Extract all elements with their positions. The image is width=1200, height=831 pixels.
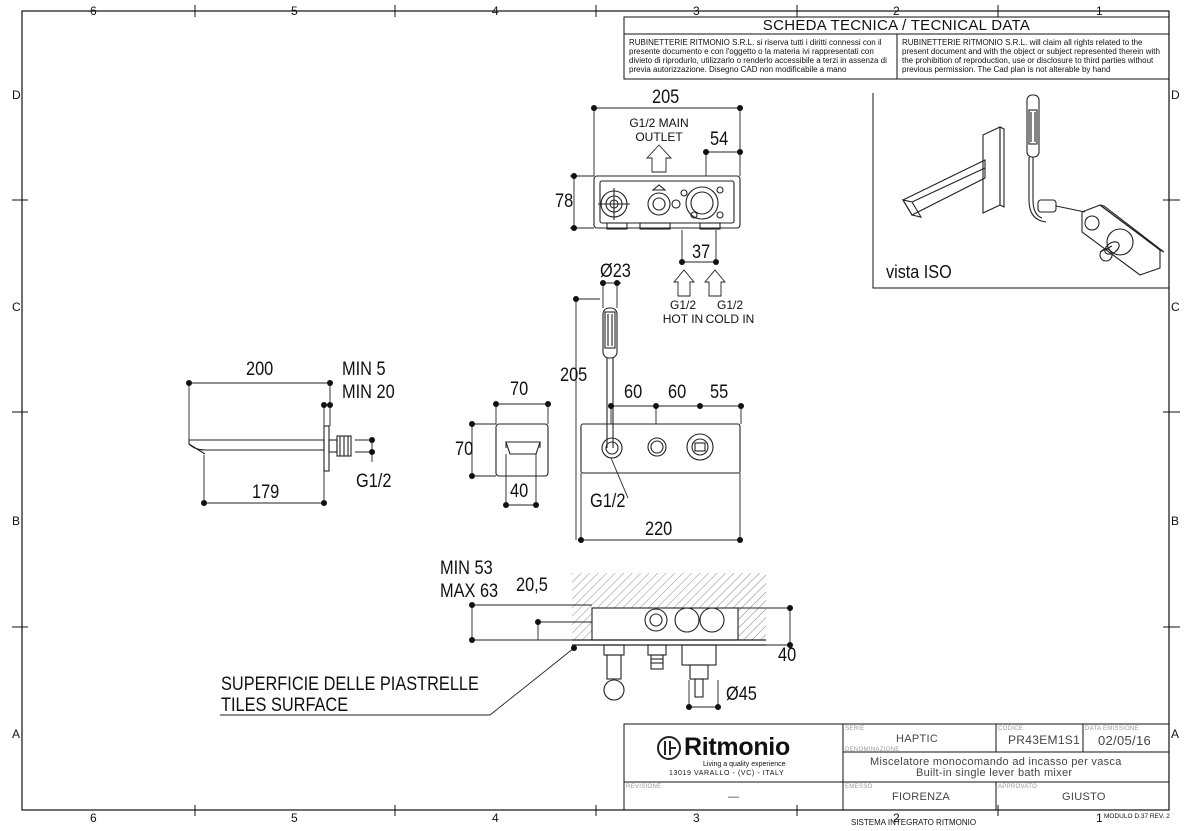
- dim-70-vertical: 70: [455, 439, 474, 460]
- serie-value: HAPTIC: [896, 733, 939, 745]
- frame-letter-left: B: [12, 514, 21, 528]
- shower-plate-dim-dots: [469, 401, 551, 508]
- revisione-label: REVISIONE: [626, 784, 662, 790]
- frame-number-bottom: 1: [1096, 811, 1103, 825]
- header-box: [623, 16, 1170, 80]
- dim-60-b: 60: [668, 382, 687, 403]
- codice-label: CODICE: [998, 726, 1024, 732]
- company-address: 13019 VARALLO - (VC) - ITALY: [669, 770, 785, 777]
- frame-letter-left: C: [12, 300, 21, 314]
- section-dimensions: [220, 604, 792, 716]
- dim-20-5: 20,5: [516, 575, 548, 596]
- description-italian: Miscelatore monocomando ad incasso per v…: [870, 756, 1122, 768]
- data-emissione-label: DATA EMISSIONE: [1085, 726, 1139, 732]
- notice-english: RUBINETTERIE RITMONIO S.R.L. will claim …: [902, 38, 1160, 74]
- description-english: Built-in single lever bath mixer: [916, 767, 1073, 779]
- shower-plate-dimensions: [470, 403, 549, 506]
- dim-60-a: 60: [624, 382, 643, 403]
- section-body: [591, 607, 739, 701]
- front-view-dim-dots: [573, 280, 744, 543]
- tiles-surface-label-it: SUPERFICIE DELLE PIASTRELLE: [221, 674, 479, 695]
- frame-number-bottom: 4: [492, 811, 499, 825]
- frame-letter-right: D: [1171, 88, 1180, 102]
- g12-spout-label: G1/2: [356, 471, 392, 492]
- data-emissione-value: 02/05/16: [1098, 733, 1152, 748]
- frame-number-top: 6: [90, 4, 97, 18]
- ritmonio-logo-mark: [657, 736, 681, 760]
- header-title: SCHEDA TECNICA / TECNICAL DATA: [762, 17, 1031, 34]
- cold-in-label: COLD IN: [705, 312, 755, 326]
- denominazione-label: DENOMINAZIONE: [845, 747, 900, 753]
- main-outlet-label: G1/2 MAIN: [629, 116, 689, 130]
- g12-front-label: G1/2: [590, 491, 626, 512]
- modulo-footer: MODULO D.37 REV. 2: [1104, 813, 1170, 820]
- iso-view-label: vista ISO: [886, 262, 952, 282]
- top-view-body: [593, 175, 741, 230]
- frame-number-top: 1: [1096, 4, 1103, 18]
- dim-min-5: MIN 5: [342, 359, 386, 380]
- frame-number-bottom: 6: [90, 811, 97, 825]
- iso-view-frame: [872, 93, 1169, 289]
- spout-dimensions: [188, 382, 374, 504]
- emesso-label: EMESSO: [845, 784, 873, 790]
- frame-letter-right: A: [1171, 727, 1180, 741]
- front-view-dimensions: [574, 282, 742, 541]
- frame-letter-left: A: [12, 727, 21, 741]
- dim-55: 55: [710, 382, 729, 403]
- hot-in-label: G1/2: [669, 298, 696, 312]
- dim-179: 179: [252, 482, 280, 503]
- spout-dim-dots: [186, 380, 375, 506]
- dim-37: 37: [692, 242, 711, 263]
- dim-max-63: MAX 63: [440, 581, 499, 602]
- company-logo: Ritmonio: [684, 733, 790, 761]
- top-view-dim-dots: [571, 105, 743, 265]
- shower-outlet-plate: [495, 423, 549, 477]
- title-block-grid: [623, 723, 1170, 811]
- dim-70-horizontal: 70: [510, 379, 529, 400]
- serie-label: SERIE: [845, 726, 865, 732]
- spout-side-view: [188, 425, 352, 472]
- sistema-integrato-footer: SISTEMA INTEGRATO RITMONIO: [851, 818, 977, 827]
- dim-min-20: MIN 20: [342, 382, 395, 403]
- drawing-frame: [12, 5, 1180, 816]
- dim-220: 220: [645, 519, 673, 540]
- codice-value: PR43EM1S1: [1008, 733, 1081, 747]
- frame-letter-left: D: [12, 88, 21, 102]
- main-outlet-label: OUTLET: [635, 130, 683, 144]
- wall-section: [572, 573, 766, 646]
- frame-number-top: 4: [492, 4, 499, 18]
- frame-number-top: 2: [893, 4, 900, 18]
- frame-number-top: 5: [291, 4, 298, 18]
- notice-italian: RUBINETTERIE RITMONIO S.R.L. si riserva …: [629, 38, 887, 74]
- dim-diameter-45: Ø45: [726, 684, 757, 705]
- hot-in-label: HOT IN: [662, 312, 704, 326]
- dim-40-section: 40: [778, 645, 797, 666]
- emesso-value: FIORENZA: [892, 791, 951, 803]
- frame-number-bottom: 3: [693, 811, 700, 825]
- section-dim-dots: [469, 602, 793, 710]
- revisione-value: —: [728, 791, 740, 803]
- dim-205-top: 205: [652, 87, 680, 108]
- dim-78: 78: [555, 191, 574, 212]
- dim-40: 40: [510, 481, 529, 502]
- dim-205-vertical: 205: [560, 365, 588, 386]
- iso-view-drawing: [901, 94, 1165, 276]
- dim-54: 54: [710, 129, 729, 150]
- company-tagline: Living a quality experience: [703, 761, 786, 768]
- dim-diameter-23: Ø23: [600, 261, 631, 282]
- dim-min-53: MIN 53: [440, 558, 493, 579]
- approvato-label: APPROVATO: [998, 784, 1038, 790]
- cold-in-label: G1/2: [716, 298, 743, 312]
- frame-letter-right: B: [1171, 514, 1180, 528]
- frame-letter-right: C: [1171, 300, 1180, 314]
- frame-number-bottom: 5: [291, 811, 298, 825]
- approvato-value: GIUSTO: [1062, 791, 1106, 803]
- front-view-plate: [580, 307, 741, 474]
- frame-number-bottom: 2: [893, 811, 900, 825]
- dim-200: 200: [246, 359, 274, 380]
- frame-number-top: 3: [693, 4, 700, 18]
- tiles-surface-label-en: TILES SURFACE: [221, 695, 349, 716]
